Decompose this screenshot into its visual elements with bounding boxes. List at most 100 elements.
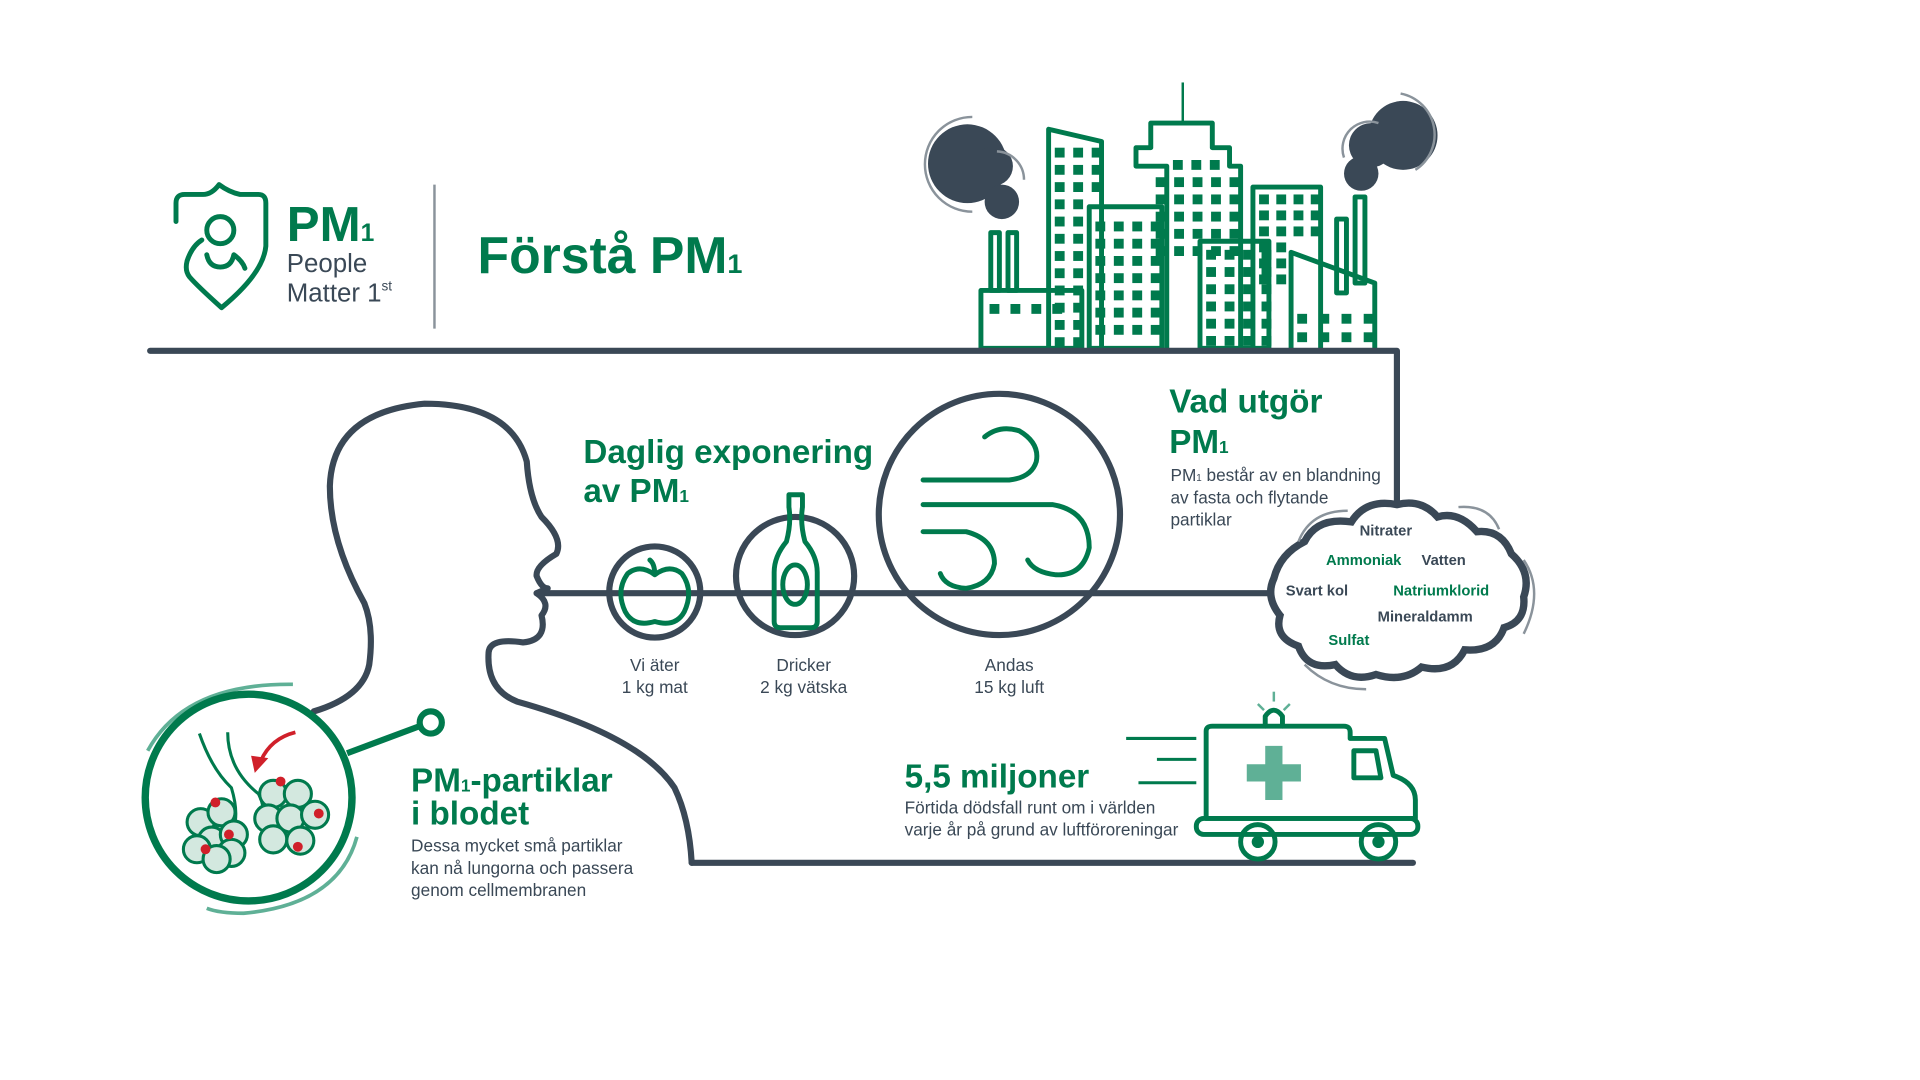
person-shoulders-icon [204, 252, 248, 271]
window-icon [1174, 194, 1184, 205]
window-icon [1192, 194, 1203, 205]
window-icon [1243, 336, 1253, 346]
window-icon [1113, 238, 1124, 249]
window-icon [1073, 302, 1084, 313]
pm1-logo: PM1 People Matter 1st [173, 182, 392, 311]
window-icon [1319, 313, 1330, 324]
window-icon [1132, 290, 1143, 301]
window-icon [1150, 324, 1161, 335]
window-icon [1224, 318, 1235, 329]
shield-person-icon [173, 182, 269, 311]
window-icon [1174, 228, 1184, 239]
window-icon [1261, 284, 1272, 295]
window-icon [1113, 290, 1124, 301]
component-natriumklorid: Natriumklorid [1393, 584, 1489, 600]
window-icon [1243, 318, 1253, 329]
window-icon [1073, 164, 1084, 175]
window-icon [1113, 256, 1124, 266]
window-icon [1191, 160, 1202, 170]
window-icon [1259, 210, 1269, 221]
daily-heading-line1: Daglig exponering [583, 434, 873, 471]
window-icon [1150, 256, 1161, 266]
window-icon [1206, 284, 1216, 295]
blood-heading-line1: PM1-partiklar [411, 762, 613, 799]
window-icon [1192, 211, 1203, 222]
window-icon [1150, 221, 1161, 232]
window-icon [1054, 147, 1065, 158]
window-icon [1054, 182, 1065, 192]
window-icon [1174, 246, 1184, 256]
blood-heading-line2: i blodet [411, 796, 529, 833]
window-icon [1319, 332, 1330, 343]
window-icon [1229, 177, 1240, 188]
air-label-line1: Andas [985, 655, 1034, 675]
window-icon [1132, 256, 1143, 266]
window-icon [1209, 160, 1220, 170]
window-icon [1192, 246, 1203, 256]
blood-desc-line3: genom cellmembranen [411, 880, 586, 900]
daily-heading-line2: av PM1 [583, 473, 689, 510]
window-icon [1259, 274, 1269, 285]
page-title: Förstå PM1 [478, 226, 743, 284]
particle-icon [200, 844, 211, 855]
component-nitrater: Nitrater [1360, 523, 1413, 539]
window-icon [1259, 242, 1269, 253]
window-icon [1261, 249, 1272, 260]
window-icon [1341, 332, 1352, 343]
window-icon [1073, 233, 1084, 244]
window-icon [1054, 251, 1065, 261]
wind-icon [920, 426, 1092, 591]
particle-icon [292, 841, 303, 852]
window-icon [1132, 324, 1143, 335]
particle-icon [275, 776, 286, 787]
component-mineraldamm: Mineraldamm [1378, 610, 1473, 626]
component-sulfat: Sulfat [1328, 633, 1369, 649]
composition-heading-line2: PM1 [1169, 424, 1229, 461]
window-icon [1293, 210, 1304, 221]
smoke-right-icon [1341, 92, 1438, 191]
window-icon [1150, 238, 1161, 249]
particle-icon [210, 797, 221, 808]
particle-icon [313, 808, 324, 819]
window-icon [1054, 268, 1065, 279]
window-icon [1310, 226, 1321, 237]
window-icon [1276, 274, 1287, 285]
window-icon [1155, 246, 1166, 256]
window-icon [1113, 307, 1124, 318]
window-icon [1259, 226, 1269, 237]
window-icon [1073, 268, 1084, 279]
window-icon [1261, 318, 1272, 329]
window-icon [1206, 318, 1216, 329]
window-icon [1054, 285, 1065, 296]
drink-label-line1: Dricker [776, 655, 831, 675]
window-icon [1054, 337, 1065, 348]
window-icon [1224, 249, 1235, 260]
window-icon [1276, 258, 1287, 269]
window-icon [1261, 267, 1272, 277]
window-icon [1206, 336, 1216, 346]
alveolus-icon [201, 844, 232, 875]
top-flow-line [147, 347, 1400, 508]
window-icon [1091, 164, 1102, 175]
window-icon [1155, 194, 1166, 205]
window-icon [1259, 258, 1269, 269]
window-icon [1150, 290, 1161, 301]
particle-icon [224, 829, 234, 840]
particle-cloud: Nitrater Ammoniak Vatten Svart kol Natri… [1266, 499, 1536, 691]
window-icon [989, 304, 1000, 314]
window-icon [1052, 304, 1063, 314]
drink-label-line2: 2 kg vätska [760, 677, 848, 697]
logo-pm: PM1 [287, 197, 375, 252]
alveolus-icon [258, 824, 289, 855]
window-icon [1073, 320, 1084, 330]
component-svart-kol: Svart kol [1286, 584, 1348, 600]
daily-item-food: Vi äter 1 kg mat [606, 543, 704, 697]
window-icon [1229, 194, 1240, 205]
city-illustration [923, 82, 1438, 351]
connector-node-icon [416, 708, 445, 737]
composition-heading-line1: Vad utgör [1169, 383, 1322, 420]
window-icon [1073, 216, 1084, 227]
food-label-line2: 1 kg mat [622, 677, 688, 697]
window-icon [1211, 228, 1221, 239]
window-icon [1276, 242, 1287, 253]
